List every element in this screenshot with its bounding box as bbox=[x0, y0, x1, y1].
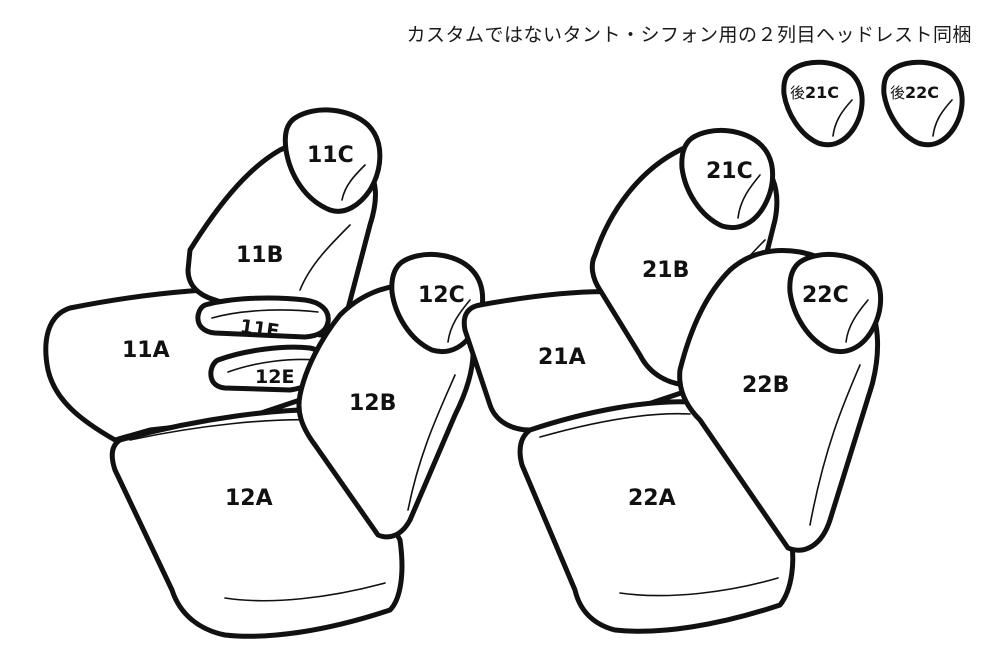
part-22C-shape bbox=[787, 251, 884, 355]
label-11F: 11F bbox=[239, 316, 281, 343]
part-21C-shape bbox=[679, 127, 776, 231]
label-11A: 11A bbox=[122, 338, 170, 363]
part-12B-seam bbox=[407, 374, 456, 511]
part-22A-inner-front bbox=[619, 577, 779, 597]
rear-headrest-22C-label: 後22C bbox=[890, 83, 939, 102]
rear-22C-prefix: 後 bbox=[890, 84, 905, 102]
part-12E-inner bbox=[227, 358, 316, 373]
rear-21C-prefix: 後 bbox=[790, 84, 805, 102]
label-12E: 12E bbox=[255, 366, 294, 388]
label-22B: 22B bbox=[742, 373, 789, 398]
part-12C-seam bbox=[447, 299, 471, 343]
part-21C-seam bbox=[737, 174, 761, 219]
rear-headrest-21C-seam bbox=[832, 99, 853, 137]
part-11B-seam bbox=[299, 224, 351, 291]
label-12C: 12C bbox=[418, 283, 465, 308]
rear-22C-code: 22C bbox=[905, 83, 939, 102]
part-11F-shape bbox=[195, 295, 331, 340]
rear-headrest-22C-seam bbox=[932, 99, 953, 137]
label-21A: 21A bbox=[538, 345, 586, 370]
rear-headrest-21C-label: 後21C bbox=[790, 83, 839, 102]
part-12A-inner-front bbox=[224, 582, 386, 602]
part-11C-shape bbox=[282, 107, 383, 214]
label-12B: 12B bbox=[349, 391, 396, 416]
label-11B: 11B bbox=[236, 243, 283, 268]
label-22C: 22C bbox=[802, 283, 849, 308]
label-22A: 22A bbox=[628, 486, 676, 511]
label-21C: 21C bbox=[706, 159, 753, 184]
part-11F-inner bbox=[211, 309, 319, 319]
part-22B-seam bbox=[809, 364, 861, 526]
part-22A-inner bbox=[539, 412, 691, 438]
part-11C-seam bbox=[341, 164, 366, 201]
part-12C-shape bbox=[389, 251, 486, 355]
rear-21C-code: 21C bbox=[805, 83, 839, 102]
label-12A: 12A bbox=[225, 486, 273, 511]
caption-note: カスタムではないタント・シフォン用の２列目ヘッドレスト同梱 bbox=[406, 24, 972, 46]
rear-headrest-21C-shape bbox=[781, 59, 865, 148]
label-11C: 11C bbox=[307, 143, 354, 168]
label-21B: 21B bbox=[642, 258, 689, 283]
rear-headrest-22C-shape bbox=[881, 59, 965, 148]
part-22C-seam bbox=[845, 299, 869, 343]
